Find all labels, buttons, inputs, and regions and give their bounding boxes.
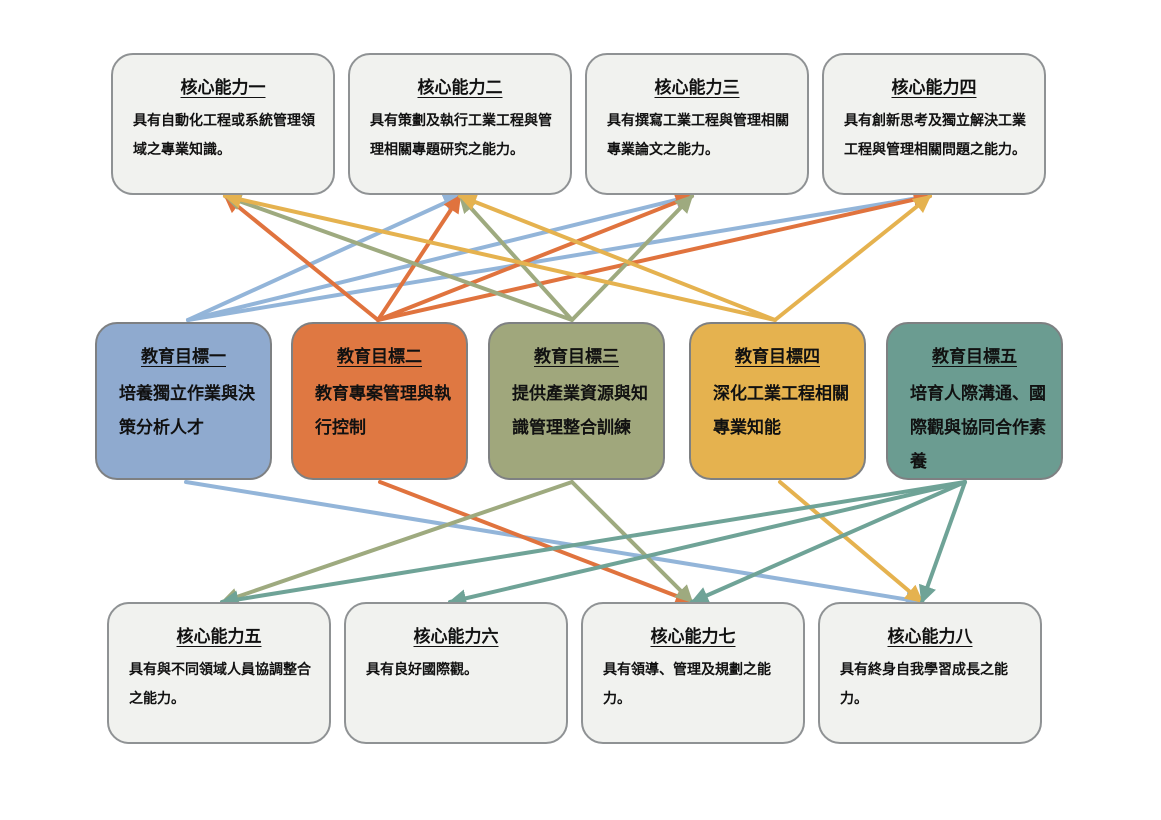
arrow-goal-1-to-core-2 (186, 194, 462, 322)
core-ability-7-title: 核心能力七 (650, 627, 736, 647)
core-ability-1-title: 核心能力一 (180, 78, 266, 98)
core-ability-5: 核心能力五 具有與不同領域人員協調整合之能力。 (107, 602, 331, 744)
education-goal-3-desc: 提供產業資源與知識管理整合訓練 (512, 384, 648, 438)
education-goal-1-title: 教育目標一 (141, 347, 226, 367)
education-goal-4-desc: 深化工業工程相關專業知能 (713, 384, 849, 438)
arrow-goal-4-to-core-2 (458, 193, 777, 322)
core-ability-8: 核心能力八 具有終身自我學習成長之能力。 (818, 602, 1042, 744)
core-ability-1-desc: 具有自動化工程或系統管理領域之專業知識。 (133, 113, 315, 158)
core-ability-6-title: 核心能力六 (413, 627, 499, 647)
arrow-goal-3-to-core-7 (570, 480, 694, 604)
core-ability-2: 核心能力二 具有策劃及執行工業工程與管理相關專題研究之能力。 (348, 53, 572, 195)
core-ability-4-desc: 具有創新思考及獨立解決工業工程與管理相關問題之能力。 (844, 113, 1026, 158)
education-goal-5-desc: 培育人際溝通、國際觀與協同合作素養 (910, 384, 1046, 472)
core-ability-5-title: 核心能力五 (176, 627, 262, 647)
education-goal-2-title: 教育目標二 (337, 347, 422, 367)
arrow-goal-2-to-core-3 (376, 193, 694, 322)
core-ability-3: 核心能力三 具有撰寫工業工程與管理相關專業論文之能力。 (585, 53, 809, 195)
education-goal-3: 教育目標三 提供產業資源與知識管理整合訓練 (488, 322, 665, 480)
arrow-goal-3-to-core-2 (458, 194, 574, 322)
core-ability-4: 核心能力四 具有創新思考及獨立解決工業工程與管理相關問題之能力。 (822, 53, 1046, 195)
core-ability-6-desc: 具有良好國際觀。 (366, 662, 478, 678)
core-ability-6: 核心能力六 具有良好國際觀。 (344, 602, 568, 744)
arrow-goal-5-to-core-6 (448, 480, 967, 608)
education-goal-2: 教育目標二 教育專案管理與執行控制 (291, 322, 468, 480)
arrow-goal-4-to-core-8 (778, 480, 924, 604)
arrow-goal-2-to-core-2 (376, 194, 462, 322)
education-goal-4: 教育目標四 深化工業工程相關專業知能 (689, 322, 866, 480)
education-goal-3-title: 教育目標三 (534, 347, 619, 367)
arrow-goal-3-to-core-5 (220, 480, 574, 606)
arrow-goal-3-to-core-1 (223, 192, 574, 322)
education-goal-1: 教育目標一 培養獨立作業與決策分析人才 (95, 322, 272, 480)
education-goal-4-title: 教育目標四 (735, 347, 820, 367)
arrow-goal-4-to-core-1 (223, 190, 777, 322)
core-ability-1: 核心能力一 具有自動化工程或系統管理領域之專業知識。 (111, 53, 335, 195)
education-goal-5: 教育目標五 培育人際溝通、國際觀與協同合作素養 (886, 322, 1063, 480)
education-goal-5-title: 教育目標五 (932, 347, 1017, 367)
core-ability-3-title: 核心能力三 (654, 78, 740, 98)
core-ability-8-title: 核心能力八 (887, 627, 973, 647)
core-ability-8-desc: 具有終身自我學習成長之能力。 (840, 662, 1008, 707)
arrow-goal-5-to-core-5 (220, 480, 967, 609)
arrow-goal-5-to-core-8 (918, 480, 967, 604)
arrow-goal-1-to-core-4 (186, 189, 932, 322)
education-goal-2-desc: 教育專案管理與執行控制 (315, 384, 451, 438)
education-goal-1-desc: 培養獨立作業與決策分析人才 (119, 384, 255, 438)
arrow-goal-1-to-core-3 (186, 191, 694, 322)
core-ability-3-desc: 具有撰寫工業工程與管理相關專業論文之能力。 (607, 113, 789, 158)
core-ability-4-title: 核心能力四 (891, 78, 977, 98)
core-ability-7-desc: 具有領導、管理及規劃之能力。 (603, 662, 771, 707)
core-ability-2-desc: 具有策劃及執行工業工程與管理相關專題研究之能力。 (370, 113, 552, 158)
core-ability-7: 核心能力七 具有領導、管理及規劃之能力。 (581, 602, 805, 744)
arrow-goal-4-to-core-4 (773, 194, 932, 322)
arrow-goal-2-to-core-1 (223, 194, 380, 322)
arrow-goal-1-to-core-8 (184, 480, 924, 609)
core-ability-5-desc: 具有與不同領域人員協調整合之能力。 (129, 662, 311, 707)
core-ability-2-title: 核心能力二 (417, 78, 503, 98)
arrow-goal-5-to-core-7 (690, 480, 967, 604)
arrow-goal-3-to-core-3 (570, 194, 694, 322)
arrow-goal-2-to-core-4 (376, 190, 932, 322)
arrow-goal-2-to-core-7 (378, 480, 694, 605)
